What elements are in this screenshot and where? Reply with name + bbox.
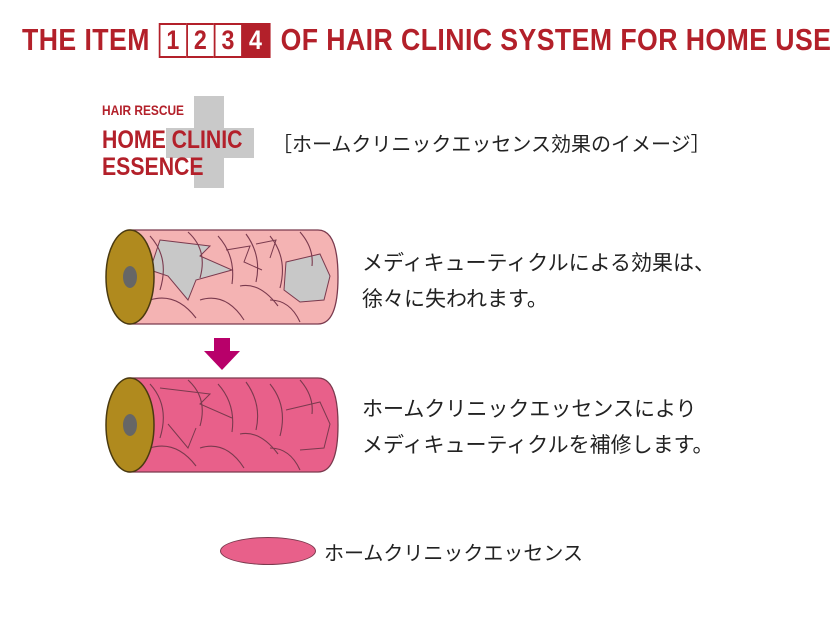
down-arrow-icon: [204, 338, 240, 370]
page-header: THE ITEM 1 2 3 4 OF HAIR CLINIC SYSTEM F…: [22, 18, 830, 62]
step2-line2: メディキューティクルを補修します。: [362, 433, 714, 457]
cuticle-pattern-after: [149, 379, 331, 471]
legend-label: ホームクリニックエッセンス: [324, 540, 583, 565]
damaged-cuticle-2: [283, 253, 331, 303]
logo-line-hair-rescue: HAIR RESCUE: [102, 102, 184, 118]
diagram-caption: ［ホームクリニックエッセンス効果のイメージ］: [272, 132, 711, 156]
hair-strand-after: [105, 377, 339, 473]
logo-plus-horizontal: [166, 128, 254, 158]
step2-line1: ホームクリニックエッセンスにより: [362, 397, 697, 421]
step1-line2: 徐々に失われます。: [362, 287, 548, 311]
hair-pith-before: [123, 266, 137, 288]
item-number-4-active: 4: [241, 22, 271, 58]
cuticle-pattern-before: [149, 231, 331, 323]
header-suffix: OF HAIR CLINIC SYSTEM FOR HOME USE: [280, 22, 830, 57]
item-number-3: 3: [213, 22, 243, 58]
damaged-cuticle-1: [149, 239, 234, 301]
hair-pith-after: [123, 414, 137, 436]
step2-description: ホームクリニックエッセンスにより メディキューティクルを補修します。: [362, 391, 714, 463]
logo-line-essence: ESSENCE: [102, 153, 204, 181]
legend-swatch-essence: [220, 537, 316, 565]
legend: ホームクリニックエッセンス: [220, 534, 583, 568]
item-number-boxes: 1 2 3 4: [158, 22, 271, 58]
step1-description: メディキューティクルによる効果は、 徐々に失われます。: [362, 245, 715, 317]
home-clinic-essence-logo: HAIR RESCUE HOME CLINIC ESSENCE: [100, 96, 254, 188]
step1-line1: メディキューティクルによる効果は、: [362, 251, 716, 275]
logo-line-home-clinic: HOME CLINIC: [102, 126, 243, 154]
hair-strand-before: [105, 229, 339, 325]
header-prefix: THE ITEM: [22, 22, 150, 57]
item-number-1: 1: [158, 22, 188, 58]
